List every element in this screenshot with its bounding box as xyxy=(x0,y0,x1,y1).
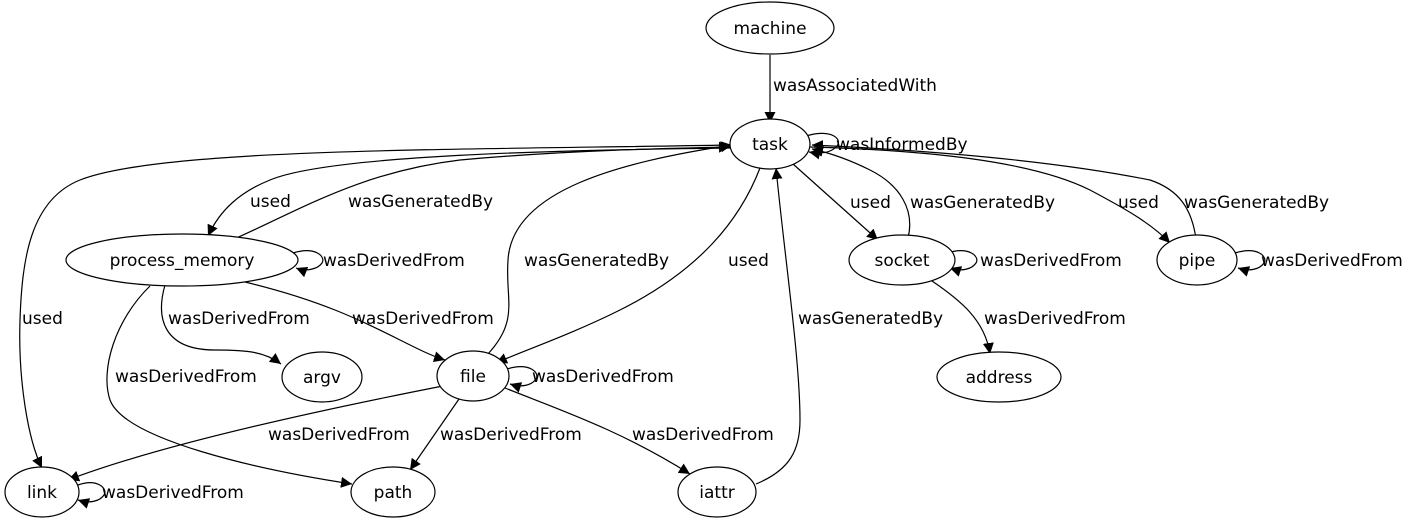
node-path[interactable]: path xyxy=(350,466,436,518)
node-process-memory[interactable]: process_memory xyxy=(65,233,299,287)
node-label: process_memory xyxy=(110,251,255,271)
node-link[interactable]: link xyxy=(4,466,80,518)
node-label: path xyxy=(374,483,413,503)
node-pipe[interactable]: pipe xyxy=(1156,234,1238,286)
node-label: file xyxy=(460,367,486,387)
node-task[interactable]: task xyxy=(729,118,811,170)
node-label: iattr xyxy=(699,483,734,503)
edge-label: used xyxy=(850,193,891,213)
node-label: argv xyxy=(303,368,341,388)
node-socket[interactable]: socket xyxy=(848,234,956,286)
edge-socket-address: wasDerivedFrom xyxy=(931,280,1126,355)
edge-label: wasAssociatedWith xyxy=(773,76,937,96)
edge-socket-self: wasDerivedFrom xyxy=(946,250,1122,277)
edge-pipe-self: wasDerivedFrom xyxy=(1234,250,1403,277)
edge-process-memory-self: wasDerivedFrom xyxy=(292,250,465,278)
edge-label: wasDerivedFrom xyxy=(352,309,494,329)
edge-file-link: wasDerivedFrom xyxy=(67,384,449,482)
node-address[interactable]: address xyxy=(936,351,1062,403)
edge-label: used xyxy=(728,251,769,271)
edge-label: wasDerivedFrom xyxy=(632,425,774,445)
node-machine[interactable]: machine xyxy=(705,1,835,55)
node-label: pipe xyxy=(1179,251,1216,271)
edge-label: used xyxy=(1118,193,1159,213)
edge-label: wasDerivedFrom xyxy=(115,367,257,387)
edge-label: used xyxy=(22,309,63,329)
edge-label: wasDerivedFrom xyxy=(1261,251,1403,271)
edge-task-socket: used xyxy=(792,163,891,241)
edge-label: wasGeneratedBy xyxy=(1184,193,1329,213)
edge-process-memory-file: wasDerivedFrom xyxy=(244,281,494,363)
edge-process-memory-argv: wasDerivedFrom xyxy=(161,284,310,365)
edge-label: wasDerivedFrom xyxy=(323,251,465,271)
edge-file-self: wasDerivedFrom xyxy=(506,366,674,393)
edge-label: wasDerivedFrom xyxy=(102,483,244,503)
edge-socket-task: wasGeneratedBy xyxy=(811,146,1055,239)
edge-label: wasDerivedFrom xyxy=(268,425,410,445)
node-label: task xyxy=(752,135,788,155)
edge-label: wasGeneratedBy xyxy=(910,193,1055,213)
edge-label: wasDerivedFrom xyxy=(440,425,582,445)
edge-task-process-memory: used xyxy=(207,147,731,237)
edge-process-memory-task: wasGeneratedBy xyxy=(231,141,731,241)
node-file[interactable]: file xyxy=(436,350,510,402)
node-label: address xyxy=(966,368,1033,388)
node-label: machine xyxy=(733,19,806,39)
edge-task-file: used xyxy=(495,167,769,364)
edge-iattr-task: wasGeneratedBy xyxy=(755,167,943,485)
edge-process-memory-path: wasDerivedFrom xyxy=(106,285,353,488)
edge-task-link: used xyxy=(19,144,731,469)
edge-label: wasGeneratedBy xyxy=(524,251,669,271)
edge-label: wasDerivedFrom xyxy=(532,367,674,387)
edge-pipe-task: wasGeneratedBy xyxy=(811,140,1329,240)
node-argv[interactable]: argv xyxy=(281,351,363,403)
edge-task-pipe: used xyxy=(809,146,1171,244)
node-label: link xyxy=(27,483,57,503)
edge-label: used xyxy=(250,192,291,212)
edge-label: wasDerivedFrom xyxy=(984,309,1126,329)
edge-label: wasGeneratedBy xyxy=(798,309,943,329)
node-label: socket xyxy=(875,251,930,271)
edge-file-path: wasDerivedFrom xyxy=(409,398,582,471)
edge-label: wasGeneratedBy xyxy=(348,192,493,212)
edge-link-self: wasDerivedFrom xyxy=(77,482,244,509)
edge-task-self: wasInformedBy xyxy=(805,132,968,160)
edge-file-task: wasGeneratedBy xyxy=(486,141,733,356)
node-iattr[interactable]: iattr xyxy=(677,466,757,518)
edge-file-iattr: wasDerivedFrom xyxy=(504,387,774,475)
edge-label: wasDerivedFrom xyxy=(980,251,1122,271)
edge-machine-task: wasAssociatedWith xyxy=(764,55,937,123)
edge-label: wasDerivedFrom xyxy=(168,309,310,329)
